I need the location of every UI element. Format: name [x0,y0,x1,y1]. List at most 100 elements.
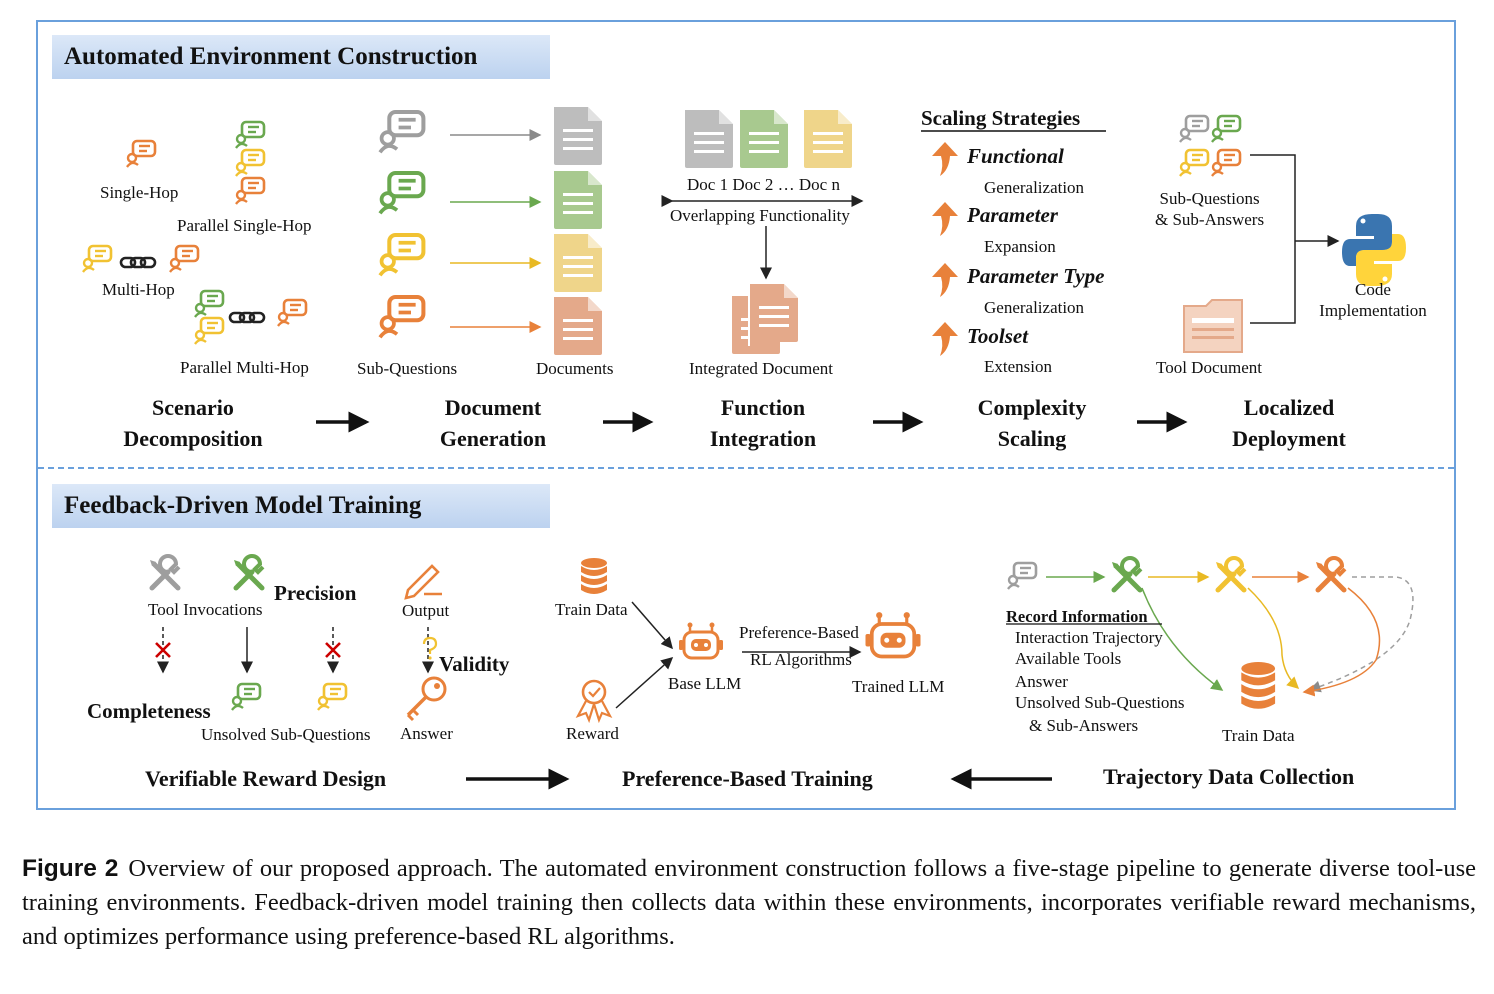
record-item-interaction: Interaction Trajectory [1015,628,1163,647]
reward-check-lines [157,627,434,674]
tool-document-label: Tool Document [1156,358,1262,377]
sub-questions-label: Sub-Questions [357,359,458,378]
strategy-parameter: Parameter [967,203,1058,227]
stage-2-line2: Generation [439,426,547,451]
subqa-label: Sub-Questions & Sub-Answers [1155,188,1264,230]
strategy-toolset: Toolset [967,324,1029,348]
strategy-parameter-type: Parameter Type [967,264,1105,288]
stage-4-line2: Scaling [997,426,1067,451]
doc-1-label: Doc 1 [687,175,729,194]
stage-1-line2: Decomposition [123,426,263,451]
stage-trajectory-data-collection: Trajectory Data Collection [1103,764,1355,789]
red-x-icons [155,642,341,658]
trajectory-chat-icon [1006,561,1038,591]
stage-3-line2: Integration [709,426,817,451]
multi-hop-icon [81,244,200,274]
code-line1: Code [1355,280,1391,299]
deploy-connectors [1250,154,1340,324]
trajectory-train-data-db-icon [1241,662,1276,709]
strategy-toolset-sub: Extension [984,357,1052,376]
trained-llm-robot-icon [863,610,923,659]
construction-title: Automated Environment Construction [52,35,550,79]
tool-document-icon [1183,299,1243,353]
reward-label: Reward [566,724,619,743]
precision-label: Precision [274,581,357,605]
section-divider [38,467,1454,469]
multi-hop-label: Multi-Hop [102,280,175,299]
base-llm-robot-icon [677,621,725,660]
documents-label: Documents [536,359,614,378]
question-mark-icon [422,636,438,660]
stage-preference-based-training: Preference-Based Training [622,766,873,791]
output-label: Output [402,601,450,620]
doc-set-icons [685,110,852,168]
sub-question-icons [380,112,423,337]
algo-line2-label: RL Algorithms [750,650,852,669]
validity-label: Validity [439,652,510,676]
tool-invocation-icons [150,556,263,588]
generation-arrows [450,129,542,333]
strategy-parameter-sub: Expansion [984,237,1056,256]
strategy-parameter-type-sub: Generalization [984,298,1085,317]
stage-2-line1: Document [444,395,542,420]
stage-5-line1: Localized [1243,395,1335,420]
code-line2: Implementation [1319,301,1427,320]
integrated-document-icon [732,284,798,354]
single-hop-icon [125,139,157,169]
answer-key-icon [406,676,447,722]
record-item-answer: Answer [1015,672,1068,691]
record-information-title: Record Information [1006,607,1148,626]
stage-4-line1: Complexity [977,395,1087,420]
unsolved-question-icons [230,682,348,712]
parallel-single-hop-icon [234,120,266,206]
caption-text: Overview of our proposed approach. The a… [22,855,1476,950]
strategy-arrow-icons [932,142,958,356]
training-arrows [615,601,862,709]
train-data-db-icon [581,558,607,594]
training-title: Feedback-Driven Model Training [52,484,550,528]
completeness-label: Completeness [87,699,211,723]
reward-ribbon-icon [575,679,613,724]
figure-label: Figure 2 [22,855,119,882]
document-icons [554,107,602,355]
integrated-document-label: Integrated Document [689,359,833,378]
subqa-line1: Sub-Questions [1159,189,1260,208]
scaling-strategies-title: Scaling Strategies [921,106,1081,130]
strategy-functional: Functional [967,144,1064,168]
record-item-unsolved: Unsolved Sub-Questions [1015,693,1185,712]
parallel-single-hop-label: Parallel Single-Hop [177,216,312,235]
subqa-icons [1178,114,1242,178]
stage-5-line2: Deployment [1232,426,1346,451]
stage-3-line1: Function [720,395,806,420]
parallel-multi-hop-label: Parallel Multi-Hop [180,358,309,377]
python-icon [1342,214,1406,286]
trajectory-tool-icons [1112,558,1345,590]
doc-names-label: Doc 1 Doc 2 … Doc n [687,175,840,195]
unsolved-sub-questions-label: Unsolved Sub-Questions [201,725,371,744]
overlapping-functionality-label: Overlapping Functionality [670,206,850,225]
train-data-label: Train Data [555,600,628,619]
stage-1-line1: Scenario [152,395,234,420]
doc-2-n-label: Doc 2 … Doc n [732,175,840,194]
record-item-subanswers: & Sub-Answers [1029,716,1139,735]
trained-llm-label: Trained LLM [852,677,945,696]
tool-invocations-label: Tool Invocations [148,600,263,619]
output-pencil-icon [404,564,442,600]
record-item-tools: Available Tools [1015,649,1122,668]
answer-label: Answer [400,724,453,743]
single-hop-label: Single-Hop [100,183,179,202]
base-llm-label: Base LLM [668,674,742,693]
stage-verifiable-reward-design: Verifiable Reward Design [145,766,387,791]
figure-frame [36,20,1456,810]
trajectory-train-data-label: Train Data [1222,726,1295,745]
strategy-functional-sub: Generalization [984,178,1085,197]
trajectory-arrows [1046,571,1414,697]
subqa-line2: & Sub-Answers [1155,210,1265,229]
